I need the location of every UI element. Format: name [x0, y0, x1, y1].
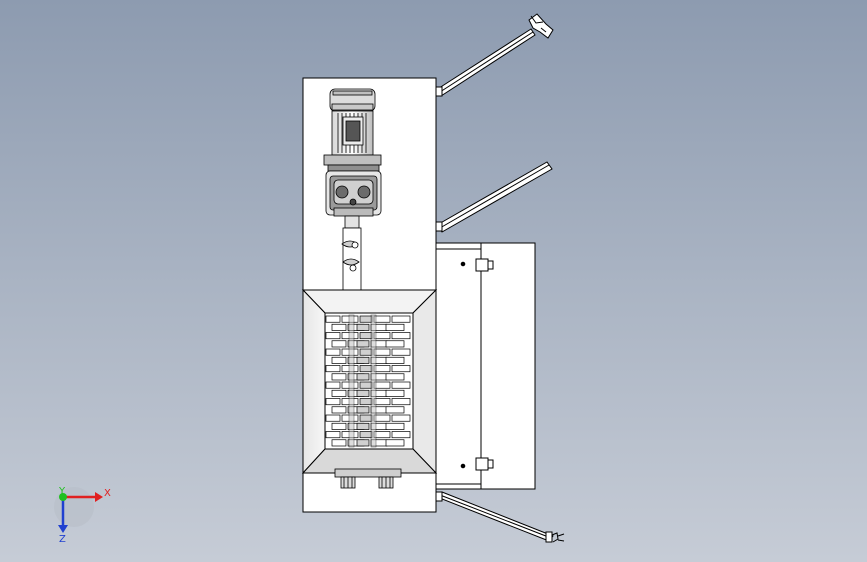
- blade-segment: [373, 398, 391, 406]
- blade-segment: [356, 389, 370, 397]
- latch-bottom[interactable]: [475, 457, 489, 471]
- middle-rail[interactable]: [435, 161, 553, 233]
- blade-segment: [331, 389, 347, 397]
- blade-segment: [373, 365, 391, 373]
- blade-segment: [391, 348, 411, 356]
- blade-segment: [391, 315, 411, 323]
- blade-segment: [385, 422, 405, 430]
- blade-segment: [331, 422, 347, 430]
- side-chute-panel[interactable]: [435, 242, 536, 490]
- coordinate-triad[interactable]: X Y Z: [54, 486, 111, 545]
- blade-segment: [356, 356, 370, 364]
- y-axis-label: Y: [58, 486, 66, 497]
- y-axis-dot: [59, 493, 67, 501]
- blade-segment: [391, 365, 411, 373]
- blade-segment: [325, 431, 341, 439]
- latch-top[interactable]: [475, 258, 489, 272]
- blade-segment: [325, 332, 341, 340]
- blade-segment: [356, 323, 370, 331]
- blade-segment: [331, 323, 347, 331]
- blade-segment: [331, 340, 347, 348]
- blade-segment: [385, 439, 405, 447]
- blade-segment: [325, 348, 341, 356]
- blade-segment: [385, 356, 405, 364]
- blade-segment: [385, 340, 405, 348]
- blade-segment: [331, 356, 347, 364]
- drive-shaft[interactable]: [341, 215, 362, 291]
- z-axis-label: Z: [59, 534, 66, 545]
- blade-segment: [385, 323, 405, 331]
- blade-segment: [359, 398, 373, 406]
- blade-segment: [331, 439, 347, 447]
- blade-segment: [356, 340, 370, 348]
- blade-segment: [325, 365, 341, 373]
- blade-segment: [356, 406, 370, 414]
- blade-segment: [391, 414, 411, 422]
- blade-segment: [373, 414, 391, 422]
- blade-segment: [331, 406, 347, 414]
- upper-rail[interactable]: [435, 13, 554, 97]
- blade-segment: [391, 381, 411, 389]
- rotor-shaft: [370, 314, 377, 448]
- blade-segment: [325, 398, 341, 406]
- blade-segment: [356, 373, 370, 381]
- blade-segment: [391, 431, 411, 439]
- blade-segment: [325, 315, 341, 323]
- blade-segment: [373, 332, 391, 340]
- drive-motor[interactable]: [323, 88, 382, 217]
- blade-segment: [325, 414, 341, 422]
- blade-segment: [385, 373, 405, 381]
- blade-segment: [373, 348, 391, 356]
- blade-segment: [391, 332, 411, 340]
- blade-segment: [359, 431, 373, 439]
- blade-segment: [391, 398, 411, 406]
- blade-segment: [373, 381, 391, 389]
- x-axis-label: X: [104, 488, 111, 499]
- rotor-shaft: [348, 314, 355, 448]
- bottom-bearings[interactable]: [334, 468, 402, 489]
- blade-segment: [331, 373, 347, 381]
- blade-segment: [359, 414, 373, 422]
- blade-segment: [373, 315, 391, 323]
- blade-segment: [385, 389, 405, 397]
- blade-segment: [359, 315, 373, 323]
- lower-rail[interactable]: [435, 491, 565, 543]
- blade-segment: [325, 381, 341, 389]
- blade-segment: [359, 348, 373, 356]
- blade-segment: [356, 422, 370, 430]
- blade-segment: [359, 365, 373, 373]
- blade-segment: [359, 332, 373, 340]
- blade-segment: [385, 406, 405, 414]
- blade-segment: [359, 381, 373, 389]
- blade-segment: [356, 439, 370, 447]
- blade-segment: [373, 431, 391, 439]
- shredder-blades[interactable]: [325, 314, 411, 448]
